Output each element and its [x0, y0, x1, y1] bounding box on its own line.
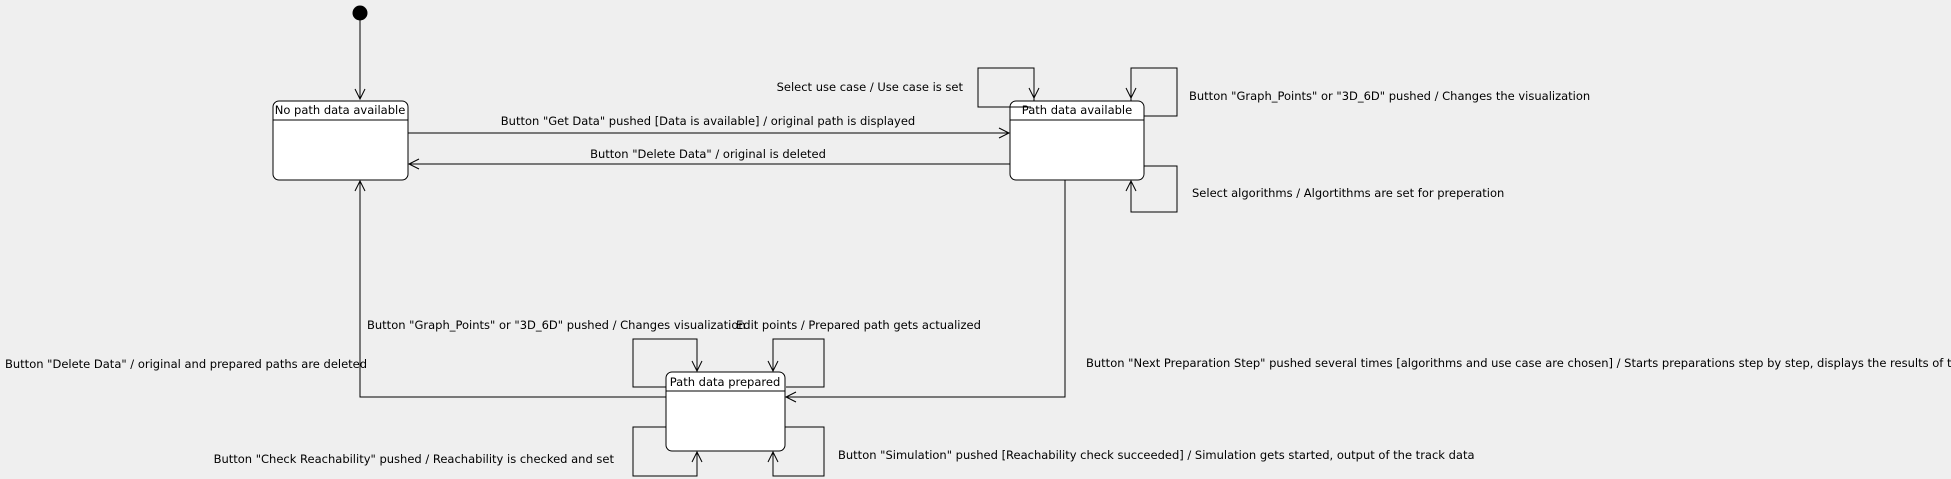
- initial-transition: [354, 20, 366, 101]
- transition-label: Button "Simulation" pushed [Reachability…: [838, 448, 1475, 462]
- transition-simulation: Button "Simulation" pushed [Reachability…: [767, 426, 1475, 477]
- transition-label: Button "Check Reachability" pushed / Rea…: [214, 452, 615, 466]
- transition-next-preparation-step: Button "Next Preparation Step" pushed se…: [784, 180, 1951, 403]
- transition-get-data: Button "Get Data" pushed [Data is availa…: [408, 114, 1011, 139]
- transition-label: Select use case / Use case is set: [777, 80, 964, 94]
- state-name: Path data available: [1022, 103, 1132, 117]
- state-path-data-prepared[interactable]: Path data prepared: [665, 371, 786, 452]
- transition-label: Button "Get Data" pushed [Data is availa…: [501, 114, 915, 128]
- transition-graph-points-available: Button "Graph_Points" or "3D_6D" pushed …: [1125, 67, 1590, 117]
- transition-graph-points-prepared: Button "Graph_Points" or "3D_6D" pushed …: [367, 318, 746, 388]
- transition-delete-data: Button "Delete Data" / original is delet…: [407, 147, 1010, 170]
- transition-edit-points: Edit points / Prepared path gets actuali…: [736, 318, 981, 388]
- state-name: No path data available: [275, 103, 406, 117]
- transition-label: Button "Graph_Points" or "3D_6D" pushed …: [367, 318, 746, 332]
- transition-select-use-case: Select use case / Use case is set: [777, 67, 1040, 108]
- initial-state: [352, 5, 368, 21]
- transition-label: Button "Next Preparation Step" pushed se…: [1086, 356, 1951, 370]
- transition-label: Button "Graph_Points" or "3D_6D" pushed …: [1189, 89, 1590, 103]
- transition-select-algorithms: Select algorithms / Algortithms are set …: [1125, 165, 1504, 213]
- transition-check-reachability: Button "Check Reachability" pushed / Rea…: [214, 426, 703, 477]
- transition-label: Button "Delete Data" / original and prep…: [5, 357, 367, 371]
- state-name: Path data prepared: [670, 375, 781, 389]
- state-no-path-data-available[interactable]: No path data available: [272, 100, 409, 181]
- transition-label: Edit points / Prepared path gets actuali…: [736, 318, 981, 332]
- transition-label: Button "Delete Data" / original is delet…: [590, 147, 826, 161]
- transition-delete-prepared: Button "Delete Data" / original and prep…: [5, 179, 666, 398]
- transition-label: Select algorithms / Algortithms are set …: [1192, 186, 1504, 200]
- state-path-data-available[interactable]: Path data available: [1009, 100, 1145, 181]
